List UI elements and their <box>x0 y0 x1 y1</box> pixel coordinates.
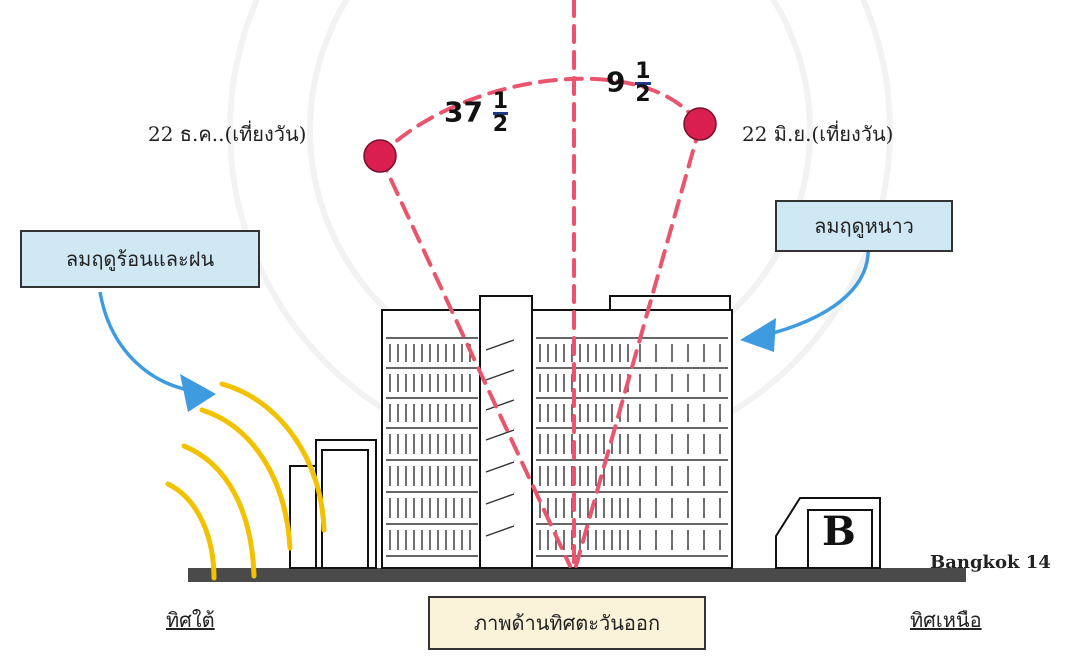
sun-markers <box>363 107 717 173</box>
winter-noon-date-label: 22 ธ.ค..(เที่ยงวัน) <box>148 122 307 146</box>
summer-fraction-denominator: 2 <box>635 82 651 107</box>
building-windows <box>386 337 728 557</box>
arrowhead-south-icon <box>180 374 216 412</box>
heat-arcs <box>165 381 327 581</box>
north-direction-label: ทิศเหนือ <box>910 608 982 632</box>
side-buildings-south <box>289 439 377 569</box>
neighbor-building <box>775 497 881 569</box>
arrowheads <box>180 318 776 412</box>
view-caption: ภาพด้านทิศตะวันออก <box>428 596 706 650</box>
south-direction-label: ทิศใต้ <box>166 608 215 632</box>
summer-angle-whole: 9 <box>606 65 626 99</box>
sun-path <box>376 0 702 572</box>
hot-rainy-wind-label: ลมฤดูร้อนและฝน <box>20 230 260 288</box>
arrowhead-north-icon <box>740 318 776 352</box>
winter-angle-fraction: 1 2 <box>492 89 509 137</box>
neighbor-building-label: B <box>822 508 856 555</box>
summer-noon-sun <box>683 107 717 141</box>
summer-angle-label: 9 1 2 <box>606 59 651 107</box>
ground-line <box>188 568 966 582</box>
cold-wind-label: ลมฤดูหนาว <box>775 200 953 252</box>
winter-noon-sun <box>363 139 397 173</box>
summer-noon-date-label: 22 มิ.ย.(เที่ยงวัน) <box>742 122 894 146</box>
winter-fraction-denominator: 2 <box>492 112 509 137</box>
summer-angle-fraction: 1 2 <box>635 59 651 107</box>
winter-fraction-numerator: 1 <box>492 89 509 115</box>
city-label: Bangkok 14 <box>930 552 1051 573</box>
summer-fraction-numerator: 1 <box>635 59 651 85</box>
winter-angle-whole: 37 <box>444 95 483 129</box>
winter-angle-label: 37 1 2 <box>444 89 509 137</box>
building <box>381 295 733 569</box>
